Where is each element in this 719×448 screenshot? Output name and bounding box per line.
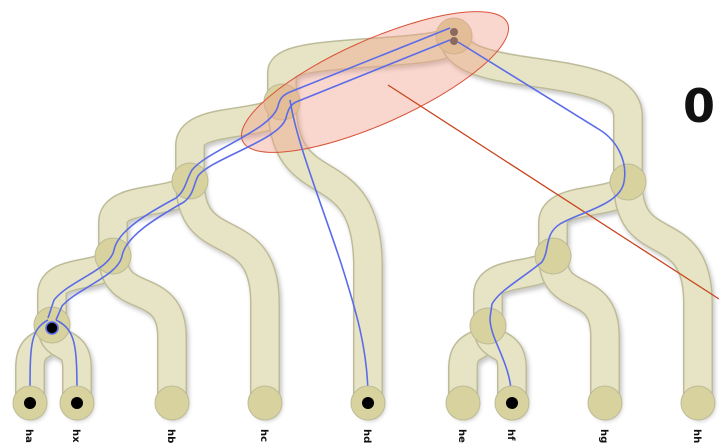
leaf-node	[154, 385, 190, 421]
leaf-label: he	[456, 429, 467, 443]
internal-node-n3	[171, 162, 209, 200]
leaf-label: hd	[361, 429, 372, 443]
species-branch	[614, 168, 712, 417]
gene-lineage	[289, 99, 369, 399]
gene-lineage	[47, 27, 451, 319]
leaf-label: hc	[258, 429, 269, 442]
leaf-nodes: ha hx hb hc hd he hf hg hh	[12, 385, 716, 443]
leaf-label: ha	[23, 429, 34, 443]
leaf-node	[587, 385, 623, 421]
leaf-label: hb	[165, 429, 176, 443]
leaf-hf: hf	[494, 385, 530, 441]
species-tree-nodes	[33, 17, 647, 345]
leaf-node	[247, 385, 283, 421]
leaf-label: hf	[505, 429, 516, 441]
internal-node-n8	[469, 307, 507, 345]
leaf-label: hh	[691, 429, 702, 443]
leaf-hh: hh	[680, 385, 716, 443]
leaf-hc: hc	[247, 385, 283, 442]
internal-node-n2	[94, 237, 132, 275]
species-branch	[440, 22, 642, 196]
leaf-he: he	[445, 385, 481, 443]
highlight-ellipse	[240, 11, 510, 153]
gene-leaf-marker	[362, 397, 374, 409]
gene-tree-lines	[29, 27, 626, 399]
leaf-node	[445, 385, 481, 421]
gene-leaf-marker	[24, 397, 36, 409]
gene-lineage	[29, 319, 49, 399]
duplication-dot-lower	[450, 37, 458, 45]
leaf-node	[680, 385, 716, 421]
species-branch	[268, 88, 382, 417]
gene-lineage	[55, 319, 78, 399]
internal-node-n7	[534, 237, 572, 275]
leaf-hg: hg	[587, 385, 623, 443]
internal-node-n6	[609, 163, 647, 201]
duplication-dot-upper	[450, 28, 458, 36]
leaf-label: hx	[70, 429, 81, 443]
gene-leaf-marker	[71, 397, 83, 409]
leaf-ha: ha	[12, 385, 48, 443]
leaf-hx: hx	[59, 385, 95, 443]
leaf-hb: hb	[154, 385, 190, 443]
leaf-label: hg	[598, 429, 609, 443]
pointer-line	[387, 84, 719, 300]
gene-leaf-marker	[506, 397, 518, 409]
cut-off-label: 0	[683, 79, 715, 133]
gene-lineage	[457, 41, 626, 319]
gene-lineage	[55, 39, 451, 321]
leaf-hd: hd	[350, 385, 386, 443]
gene-node-marker	[45, 321, 59, 335]
species-branch	[176, 167, 279, 417]
